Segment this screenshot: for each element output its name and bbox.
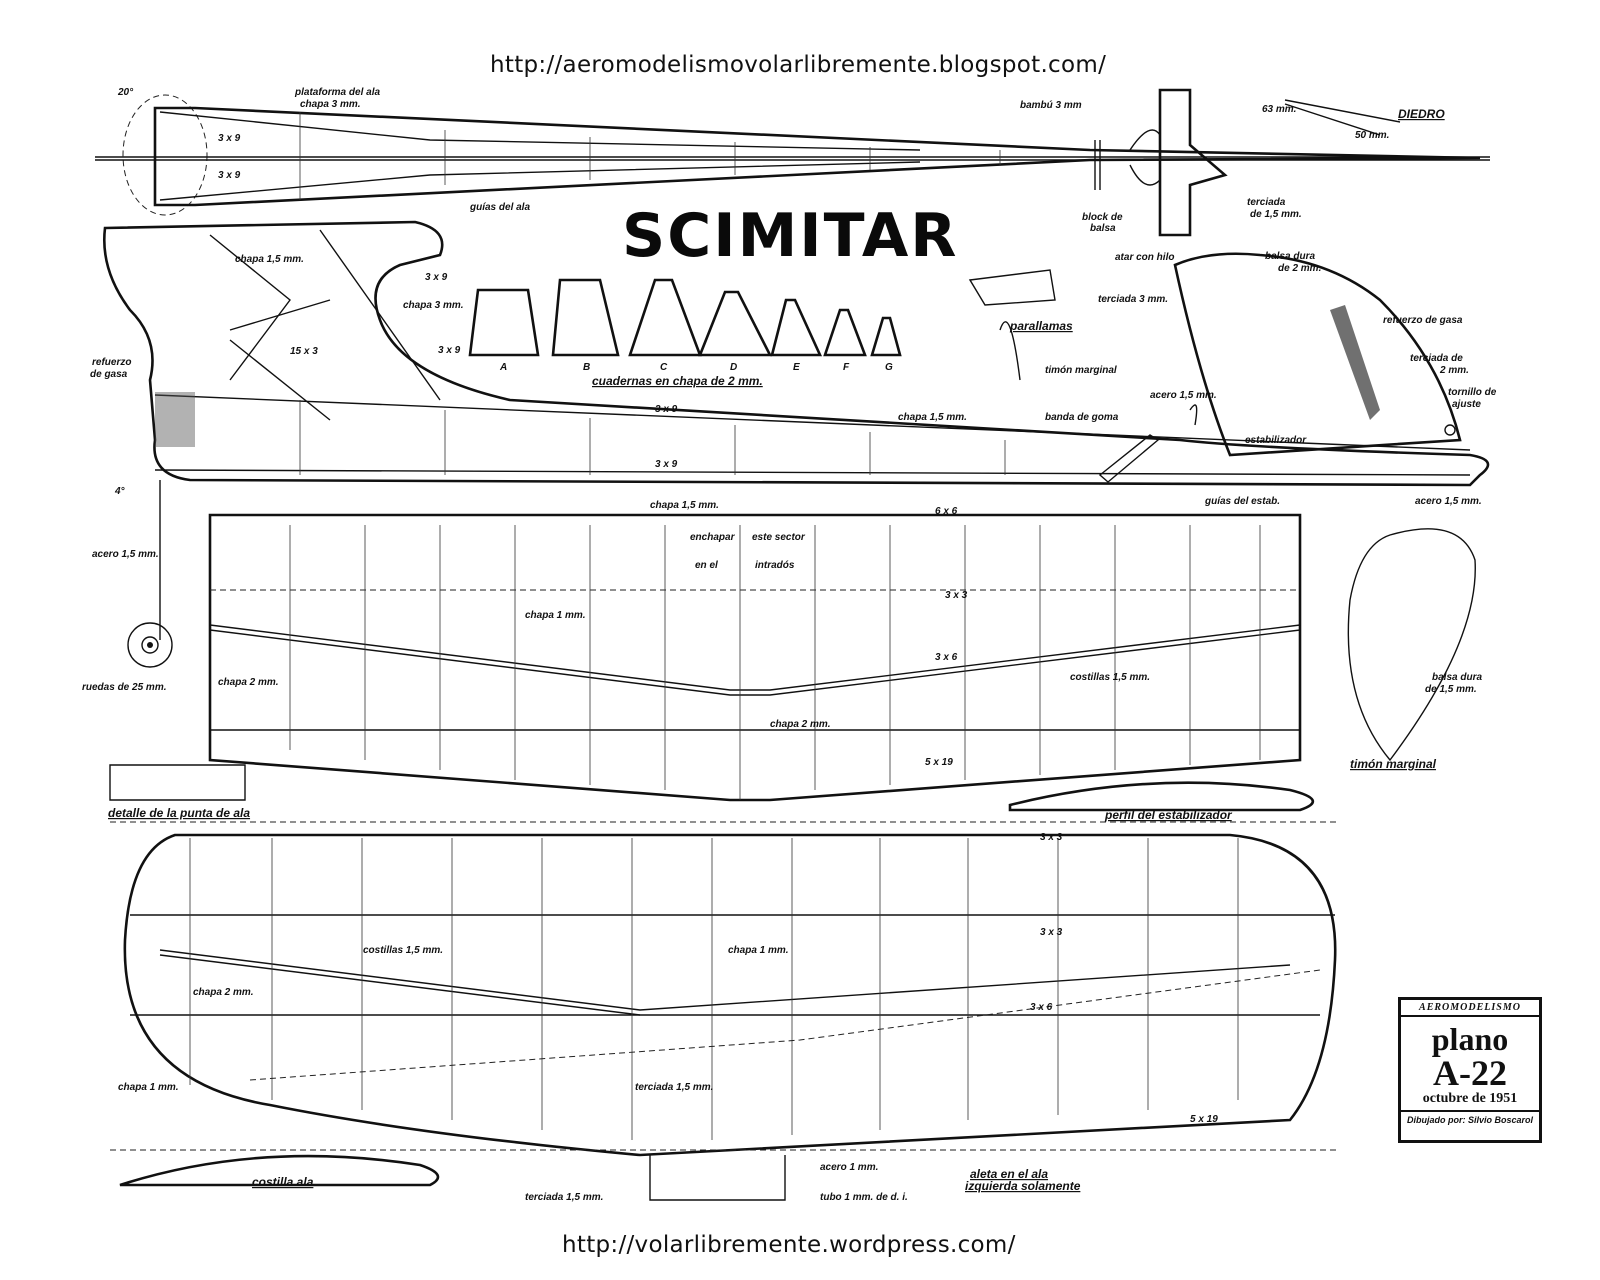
wing-plywood-b: terciada 1,5 mm.	[525, 1192, 603, 1203]
stab-6x6: 6 x 6	[935, 506, 958, 517]
dihedral-label: DIEDRO	[1398, 107, 1445, 121]
stab-sheet2: chapa 2 mm.	[218, 677, 279, 688]
fin-label-2: izquierda solamente	[965, 1179, 1081, 1193]
stab-5x19: 5 x 19	[925, 757, 953, 768]
sheet15c-label: chapa 1,5 mm.	[650, 500, 719, 511]
hard-balsa-label: balsa dura	[1265, 251, 1315, 262]
wing-sheet1: chapa 1 mm.	[728, 945, 789, 956]
steel15-label: acero 1,5 mm.	[92, 549, 159, 560]
stab-note-2: este sector	[752, 532, 806, 543]
tip-detail-label: detalle de la punta de ala	[108, 806, 250, 820]
title-block-code: A-22	[1433, 1053, 1507, 1093]
title-block-plan: plano	[1431, 1021, 1509, 1057]
wing-tube: tubo 1 mm. de d. i.	[820, 1192, 908, 1203]
wing-plywood: terciada 1,5 mm.	[635, 1082, 713, 1093]
wing-platform-label: plataforma del ala	[294, 87, 380, 98]
former-e: E	[793, 362, 800, 373]
top-url[interactable]: http://aeromodelismovolarlibremente.blog…	[490, 52, 1107, 78]
plywood-label-2: de 1,5 mm.	[1250, 209, 1302, 220]
dihedral-63-label: 63 mm.	[1262, 104, 1296, 115]
tie-label: atar con hilo	[1115, 252, 1174, 263]
angle-4-label: 4°	[114, 486, 126, 497]
spar-15x3: 15 x 3	[290, 346, 318, 357]
stab-profile-label: perfil del estabilizador	[1104, 808, 1233, 822]
spar-3x9-b: 3 x 9	[438, 345, 461, 356]
stab-hard-balsa-2: de 1,5 mm.	[1425, 684, 1477, 695]
stab-note-4: intradós	[755, 560, 795, 571]
spar-3x9-d: 3 x 9	[655, 459, 678, 470]
block-label-2: balsa	[1090, 223, 1116, 234]
wing-steel1: acero 1 mm.	[820, 1162, 878, 1173]
steel15c-label: acero 1,5 mm.	[1415, 496, 1482, 507]
block-label: block de	[1082, 212, 1123, 223]
wing-guides-label: guías del ala	[469, 202, 530, 213]
bottom-url[interactable]: http://volarlibremente.wordpress.com/	[562, 1232, 1016, 1258]
angle-20-label: 20°	[117, 87, 134, 98]
former-c: C	[660, 362, 668, 373]
screw-label-2: ajuste	[1452, 399, 1481, 410]
sheet15-label: chapa 1,5 mm.	[235, 254, 304, 265]
formers-group: A B C D E F G cuadernas en chapa de 2 mm…	[468, 278, 902, 388]
sheet3-label: chapa 3 mm.	[300, 99, 361, 110]
title-block: AEROMODELISMO plano A-22 octubre de 1951…	[1398, 997, 1542, 1143]
tip-rudder-side-label: timón marginal	[1045, 365, 1117, 376]
rubber-label: banda de goma	[1045, 412, 1119, 423]
stab-hard-balsa: balsa dura	[1432, 672, 1482, 683]
spar-3x9-c: 3 x 9	[655, 404, 678, 415]
plywood-label: terciada	[1247, 197, 1286, 208]
plan-title: SCIMITAR	[622, 201, 959, 271]
tip-rudder-label: timón marginal	[1350, 757, 1437, 771]
stab-sheet2b: chapa 2 mm.	[770, 719, 831, 730]
formers-label: cuadernas en chapa de 2 mm.	[592, 374, 763, 388]
stabilizer-label: estabilizador	[1245, 435, 1307, 446]
wing-sheet1b: chapa 1 mm.	[118, 1082, 179, 1093]
stab-3x6: 3 x 6	[935, 652, 958, 663]
steel15b-label: acero 1,5 mm.	[1150, 390, 1217, 401]
former-g: G	[885, 362, 893, 373]
spar-label-2: 3 x 9	[218, 170, 241, 181]
stab-3x3: 3 x 3	[945, 590, 968, 601]
spar-label-1: 3 x 9	[218, 133, 241, 144]
wing-5x19: 5 x 19	[1190, 1114, 1218, 1125]
title-block-date: octubre de 1951	[1401, 1091, 1539, 1112]
fuselage-top-view	[95, 88, 1490, 237]
wing-3x6: 3 x 6	[1030, 1002, 1053, 1013]
stab-guides-label: guías del estab.	[1204, 496, 1280, 507]
fin-label-1: aleta en el ala	[970, 1167, 1048, 1181]
title-block-header: AEROMODELISMO	[1401, 1000, 1539, 1017]
hard-balsa-label-2: de 2 mm.	[1278, 263, 1321, 274]
screw-label: tornillo de	[1448, 387, 1497, 398]
bamboo-label: bambú 3 mm	[1020, 100, 1082, 111]
sheet15b-label: chapa 1,5 mm.	[898, 412, 967, 423]
wheels-label: ruedas de 25 mm.	[82, 682, 166, 693]
dihedral-50-label: 50 mm.	[1355, 130, 1389, 141]
stab-note-1: enchapar	[690, 532, 736, 543]
wing-3x3-b: 3 x 3	[1040, 927, 1063, 938]
former-a: A	[499, 362, 507, 373]
parallamas-label: parallamas	[1009, 319, 1073, 333]
gauze-label: refuerzo	[92, 357, 131, 368]
title-block-author: Dibujado por: Silvio Boscarol	[1406, 1115, 1533, 1125]
wing-sheet2: chapa 2 mm.	[193, 987, 254, 998]
stabilizer-plan	[109, 513, 1476, 812]
sheet3-side-label: chapa 3 mm.	[403, 300, 464, 311]
wing-ribs: costillas 1,5 mm.	[363, 945, 443, 956]
gauze-label-2: de gasa	[90, 369, 128, 380]
plywood2-label: terciada de	[1410, 353, 1463, 364]
stab-ribs: costillas 1,5 mm.	[1070, 672, 1150, 683]
wing-plan	[110, 821, 1340, 1201]
stab-sheet1: chapa 1 mm.	[525, 610, 586, 621]
former-b: B	[583, 362, 590, 373]
former-f: F	[843, 362, 850, 373]
stab-note-3: en el	[695, 560, 718, 571]
plywood2-label-2: 2 mm.	[1439, 365, 1469, 376]
wing-rib-label: costilla ala	[252, 1175, 314, 1189]
gauze-right-label: refuerzo de gasa	[1383, 315, 1463, 326]
wing-3x3-a: 3 x 3	[1040, 832, 1063, 843]
plywood3-label: terciada 3 mm.	[1098, 294, 1168, 305]
former-d: D	[730, 362, 737, 373]
fuselage-side-view	[103, 220, 1490, 668]
spar-3x9-a: 3 x 9	[425, 272, 448, 283]
